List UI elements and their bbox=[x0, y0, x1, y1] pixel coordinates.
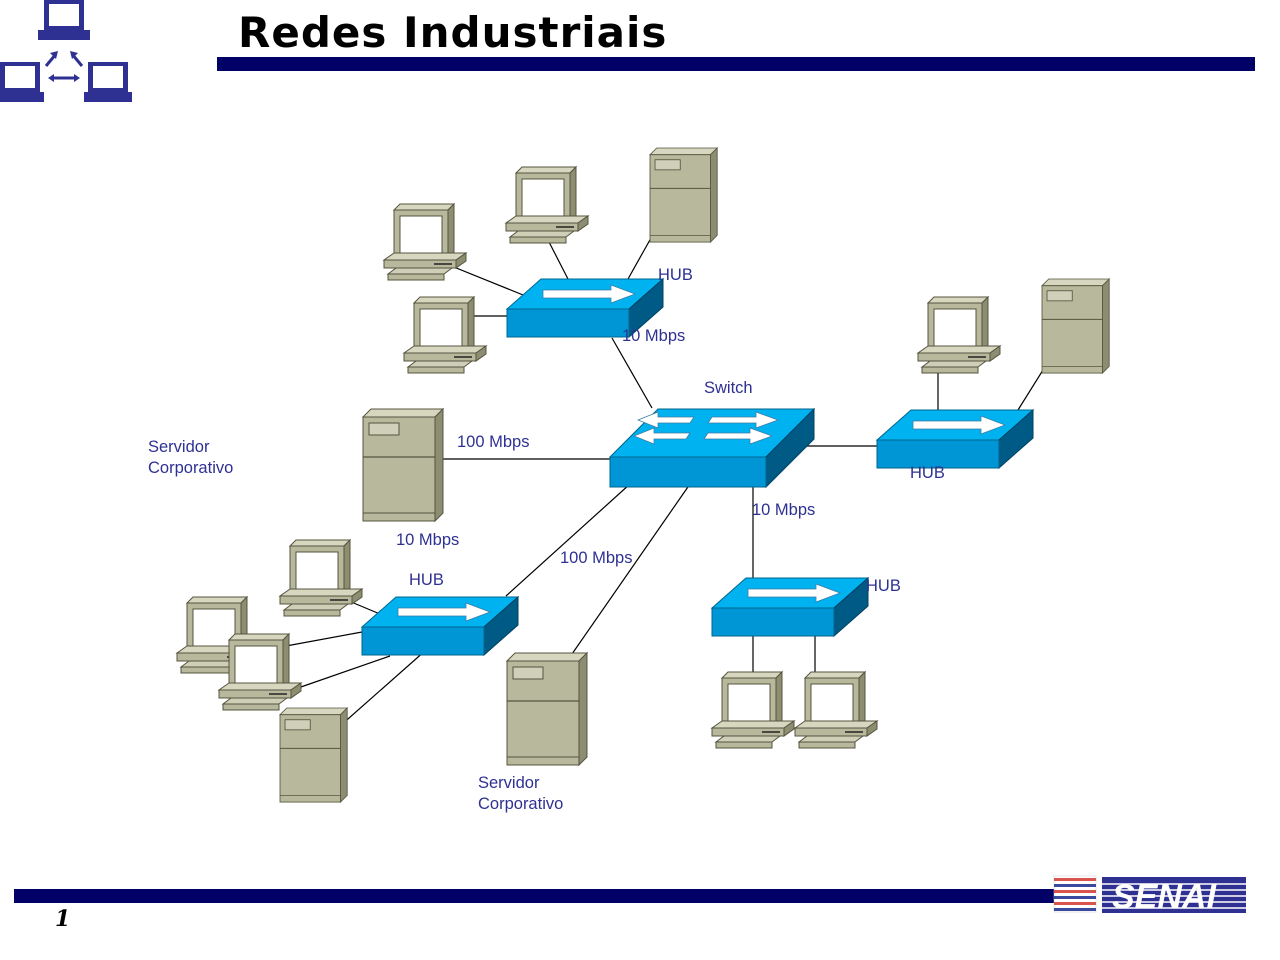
computer-icon bbox=[505, 166, 589, 244]
hub-icon bbox=[361, 596, 519, 656]
speed-label: 10 Mbps bbox=[752, 501, 815, 519]
page-number: 1 bbox=[55, 906, 71, 932]
hub-label: HUB bbox=[866, 577, 901, 595]
server-icon bbox=[1041, 278, 1110, 374]
server-label: Servidor bbox=[478, 774, 540, 792]
speed-label: 10 Mbps bbox=[622, 327, 685, 345]
computer-icon bbox=[383, 203, 467, 281]
footer-bar bbox=[14, 889, 1054, 903]
server-label: Corporativo bbox=[148, 459, 233, 477]
computer-icon bbox=[279, 539, 363, 617]
switch-icon bbox=[609, 408, 815, 488]
computer-icon bbox=[218, 633, 302, 711]
server-icon bbox=[506, 652, 588, 766]
senai-logo: SENAI bbox=[1053, 875, 1246, 916]
hub-label: HUB bbox=[910, 464, 945, 482]
server-icon bbox=[362, 408, 444, 522]
server-icon bbox=[279, 707, 348, 803]
hub-icon bbox=[876, 409, 1034, 469]
striped-emblem-icon bbox=[1053, 875, 1097, 913]
network-logo-icon bbox=[0, 0, 132, 104]
logo-stripes bbox=[1102, 883, 1246, 909]
server-label: Corporativo bbox=[478, 795, 563, 813]
speed-label: 100 Mbps bbox=[457, 433, 529, 451]
slide-title: Redes Industriais bbox=[238, 8, 668, 57]
hub-label: HUB bbox=[409, 571, 444, 589]
senai-logo-text: SENAI bbox=[1112, 878, 1217, 916]
computer-icon bbox=[794, 671, 878, 749]
server-icon bbox=[649, 147, 718, 243]
hub-label: HUB bbox=[658, 266, 693, 284]
computer-icon bbox=[917, 296, 1001, 374]
title-underline-bar bbox=[217, 57, 1255, 71]
speed-label: 10 Mbps bbox=[396, 531, 459, 549]
server-label: Servidor bbox=[148, 438, 210, 456]
hub-icon bbox=[711, 577, 869, 637]
switch-label: Switch bbox=[704, 379, 753, 397]
computer-icon bbox=[403, 296, 487, 374]
speed-label: 100 Mbps bbox=[560, 549, 632, 567]
computer-icon bbox=[711, 671, 795, 749]
